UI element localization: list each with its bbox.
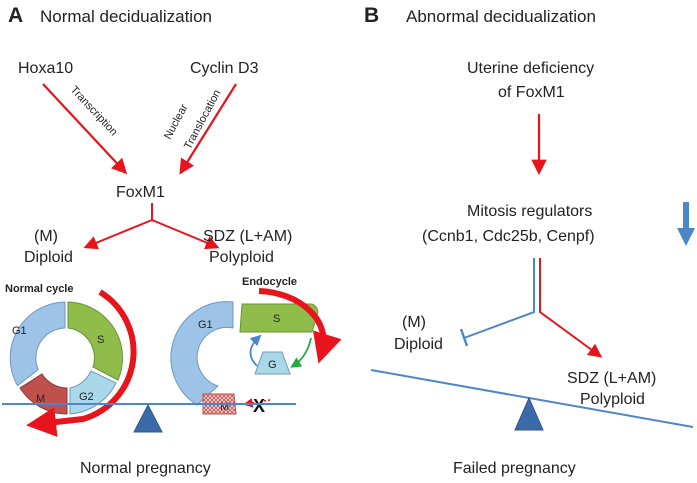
endo-g1-segment: [170, 301, 234, 406]
cyclin-d3-label: Cyclin D3: [190, 60, 259, 77]
cycle-g1-label: G1: [12, 325, 27, 337]
foxm1-to-polyploid-arrow: [151, 219, 220, 250]
hoxa10-to-foxm1-arrow: [42, 83, 128, 175]
cycle-g1-segment: [9, 301, 66, 387]
panel-b-fulcrum: [514, 396, 544, 431]
foxm1-label: FoxM1: [116, 184, 165, 201]
cycle-s-segment: [67, 301, 123, 381]
cycle-m-label: M: [36, 393, 45, 405]
hoxa10-label: Hoxa10: [18, 60, 73, 77]
panel-b-title: Abnormal decidualization: [406, 7, 596, 26]
panel-a-polyploid-label: Polyploid: [209, 249, 274, 266]
cause-line-2: of FoxM1: [498, 84, 565, 101]
endo-s-segment: [239, 303, 319, 333]
endo-g-segment: [254, 351, 291, 375]
panel-b-polyploid-label: Polyploid: [580, 391, 645, 408]
blocked-mitosis-x-mark: X: [253, 396, 265, 416]
foxm1-to-diploid-arrow: [83, 219, 153, 250]
transcription-label: Transcription: [68, 84, 120, 138]
cycle-s-label: S: [97, 334, 104, 346]
endo-g1-label: G1: [198, 319, 213, 331]
panel-b-m-label: (M): [402, 314, 426, 331]
endo-s-to-g-green-arrow: [290, 337, 312, 368]
panel-a-diploid-label: Diploid: [24, 249, 73, 266]
endo-g-to-s-blue-arrow: [249, 334, 262, 367]
normal-cycle-progress-arrow: [26, 289, 137, 437]
normal-cycle-title: Normal cycle: [5, 283, 73, 295]
panel-a-title: Normal decidualization: [40, 7, 212, 26]
endo-m-label: M: [220, 401, 229, 413]
endocycle-title: Endocycle: [242, 276, 297, 288]
panel-a-sdz-label: SDZ (L+AM): [203, 228, 292, 245]
regulators-line-2: (Ccnb1, Cdc25b, Cenpf): [422, 228, 595, 245]
nuclear-label: Nuclear: [162, 102, 191, 141]
failed-pregnancy-label: Failed pregnancy: [453, 460, 576, 477]
endocycle-ring: G1 S G M: [170, 301, 319, 415]
panel-b-balance-beam: [370, 369, 694, 428]
endo-g-label: G: [268, 359, 277, 371]
endocycle-progress-arrow: [258, 288, 342, 364]
panel-a-letter: A: [8, 4, 23, 27]
normal-pregnancy-label: Normal pregnancy: [80, 460, 211, 477]
panel-b-diploid-label: Diploid: [394, 336, 443, 353]
normal-cycle-ring: G1 S M G2: [9, 301, 123, 415]
panel-a: A Normal decidualization Hoxa10 Cyclin D…: [2, 4, 342, 477]
decrease-arrow-icon: [677, 202, 695, 246]
translocation-label: Translocation: [182, 88, 223, 152]
inhibition-bar: [459, 328, 469, 347]
endo-s-label: S: [273, 313, 280, 325]
cyclin-to-foxm1-arrow: [179, 83, 237, 175]
panel-b-letter: B: [364, 4, 379, 27]
panel-a-m-label: (M): [34, 228, 58, 245]
regulators-line-1: Mitosis regulators: [467, 203, 592, 220]
panel-b: B Abnormal decidualization Uterine defic…: [364, 4, 695, 477]
panel-b-sdz-label: SDZ (L+AM): [567, 370, 656, 387]
regulators-to-diploid-inhibition: [463, 258, 535, 339]
regulators-to-polyploid-arrow: [539, 258, 603, 358]
panel-a-fulcrum: [133, 403, 163, 433]
cycle-g2-label: G2: [79, 391, 94, 403]
cause-line-1: Uterine deficiency: [467, 60, 594, 77]
